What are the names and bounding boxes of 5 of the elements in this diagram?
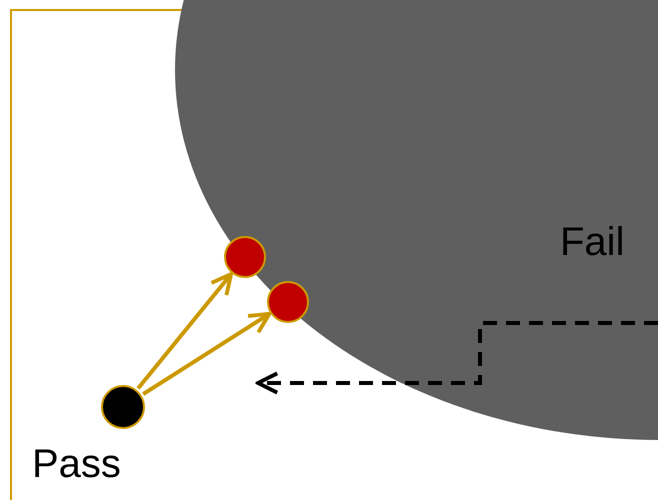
region-label: Pass [32,442,121,487]
arrow [136,272,234,390]
arrow [142,312,272,396]
point-marker [101,385,145,429]
region-label: Fail [560,220,624,265]
